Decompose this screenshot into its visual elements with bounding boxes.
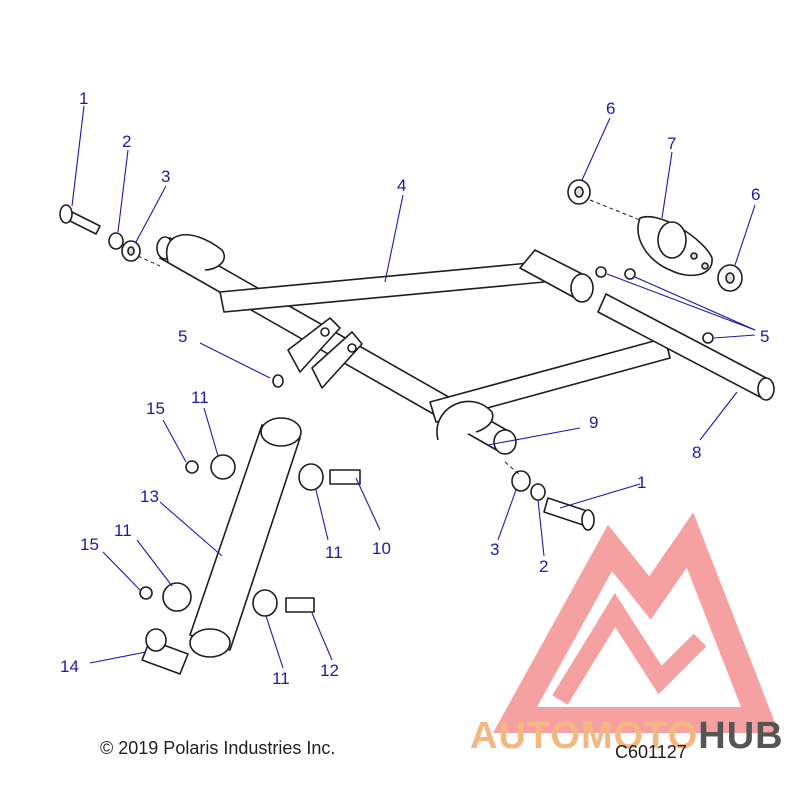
grease-fitting-c — [624, 268, 636, 280]
callout-12: 12 — [320, 661, 339, 680]
watermark-word-moto: MOTO — [580, 715, 699, 757]
washer-left-hole — [127, 246, 135, 256]
callout-11-upper-left: 11 — [191, 388, 209, 407]
bolt-right — [543, 497, 595, 531]
link-arm-13 — [189, 417, 302, 658]
automotohub-logo — [492, 512, 780, 733]
callout-6-lower: 6 — [751, 185, 760, 204]
callout-11-lower-right: 11 — [272, 669, 290, 688]
callout-8: 8 — [692, 443, 701, 462]
callout-13: 13 — [140, 487, 159, 506]
diagram-code: C601127 — [615, 742, 687, 762]
callout-9: 9 — [589, 413, 598, 432]
axis-left — [137, 255, 161, 267]
callout-3-right: 3 — [490, 540, 499, 559]
callout-14: 14 — [60, 657, 79, 676]
callout-5-right: 5 — [760, 327, 769, 346]
callout-6-upper: 6 — [606, 99, 615, 118]
callout-5-left: 5 — [178, 327, 187, 346]
callout-2-left: 2 — [122, 132, 131, 151]
watermark-word-auto: AUTO — [470, 715, 581, 757]
callout-11-upper-right: 11 — [325, 543, 343, 562]
thrust-washer-lower-hole — [725, 272, 735, 284]
callout-15-lower: 15 — [80, 535, 99, 554]
leader-lines — [71, 105, 756, 669]
callout-15-upper: 15 — [146, 399, 165, 418]
pivot-bracket-7 — [637, 215, 713, 277]
bolt-left — [59, 204, 101, 235]
grease-fitting-d — [702, 332, 714, 344]
callout-11-lower-left: 11 — [114, 521, 132, 540]
axis-right — [504, 461, 521, 476]
callout-7: 7 — [667, 134, 676, 153]
a-arm-part-4 — [156, 234, 775, 455]
callout-2-right: 2 — [539, 557, 548, 576]
thrust-washer-upper-hole — [574, 186, 584, 198]
washer-11-lower-left — [162, 582, 192, 612]
watermark-word-hub: HUB — [698, 715, 784, 757]
grease-fitting-b — [595, 266, 607, 278]
callout-10: 10 — [372, 539, 391, 558]
lock-washer-left — [108, 232, 124, 250]
bolt-10 — [329, 469, 361, 485]
callout-1-left: 1 — [79, 89, 88, 108]
watermark-wordmark: AUTOMOTOHUB — [470, 715, 784, 758]
callout-labels: 1 2 3 4 5 5 6 6 7 8 9 10 11 11 11 11 12 … — [60, 89, 769, 688]
spacer-15-lower — [139, 586, 153, 600]
washer-11-lower-right — [252, 589, 278, 617]
bushing-14-end — [145, 628, 167, 652]
lock-washer-right — [530, 483, 546, 501]
washer-11-upper-right — [298, 463, 324, 491]
spacer-15-upper — [185, 460, 199, 474]
washer-11-upper-left — [210, 454, 236, 480]
grease-fitting-a — [272, 374, 284, 388]
callout-1-right: 1 — [637, 473, 646, 492]
washer-right — [511, 470, 531, 492]
callout-3-left: 3 — [161, 167, 170, 186]
callout-4: 4 — [397, 176, 406, 195]
axis-washer-upper — [589, 199, 641, 221]
copyright-notice: © 2019 Polaris Industries Inc. — [100, 738, 336, 758]
bolt-12 — [285, 597, 315, 613]
